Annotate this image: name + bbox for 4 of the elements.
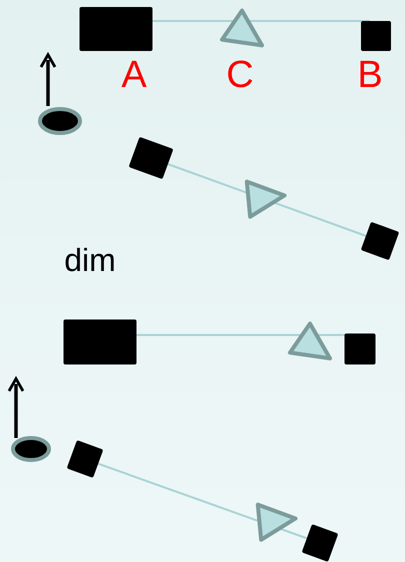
caption-text: dim <box>64 244 116 276</box>
part-label: B <box>357 56 383 94</box>
part-label: C <box>226 56 254 94</box>
part-label: A <box>121 56 147 94</box>
